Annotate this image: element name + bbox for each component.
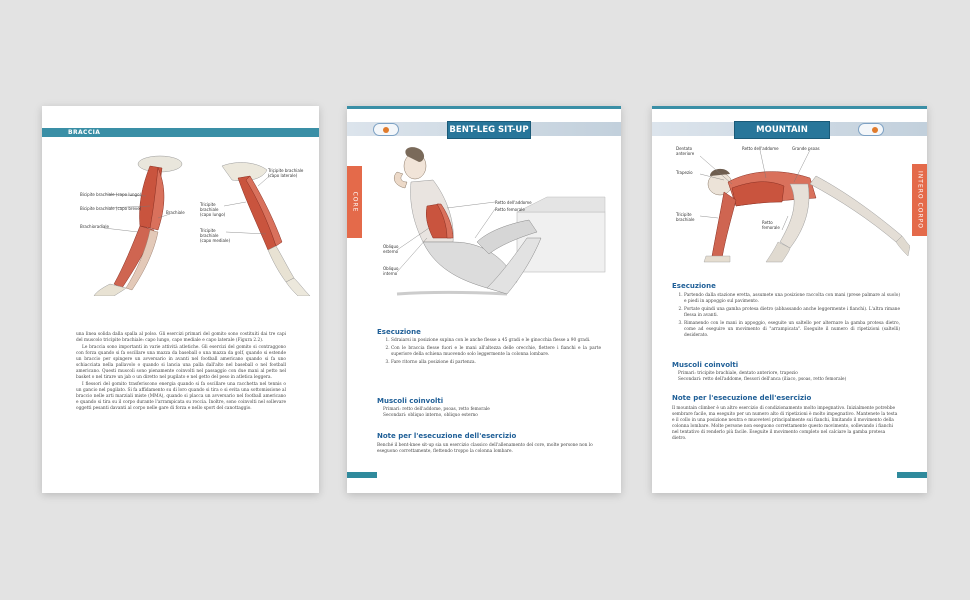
muscles-heading: Muscoli coinvolti xyxy=(672,361,739,369)
section-title: BRACCIA xyxy=(68,129,101,136)
label-brachiale: Brachiale xyxy=(166,210,185,215)
execution-heading: Esecuzione xyxy=(672,282,716,290)
arm-anatomy-illustration xyxy=(93,155,311,296)
label-bicipite-lungo: Bicipite brachiale (capo lungo) xyxy=(80,192,142,197)
section-header-bar: BRACCIA xyxy=(42,128,319,137)
label-tricipite-brachiale: Tricipite brachiale xyxy=(676,212,695,222)
label-grande-psoas: Grande psoas xyxy=(792,146,820,151)
step-item: Fare ritorno alla posizione di partenza. xyxy=(391,360,601,366)
step-item: Partendo dalla stazione eretta, assumete… xyxy=(684,293,900,305)
sit-up-illustration xyxy=(394,147,606,296)
difficulty-badge-icon xyxy=(373,123,399,136)
top-accent-bar xyxy=(652,106,927,109)
muscles-secondary: Secondari: obliquo interno, obliquo este… xyxy=(383,413,478,418)
execution-steps: Sdraiarsi in posizione supina con le anc… xyxy=(381,338,601,368)
label-retto-femorale: Retto femorale xyxy=(762,220,780,230)
label-bicipite-breve: Bicipite brachiale (capo breve) xyxy=(80,206,142,211)
step-item: Con le braccia flesse fuori e le mani al… xyxy=(391,346,601,358)
label-tricipite-laterale: Tricipite brachiale (capo laterale) xyxy=(268,168,304,178)
label-tricipite-mediale: Tricipite brachiale (capo mediale) xyxy=(200,228,231,243)
book-page-mountain-climber: MOUNTAIN CLIMBER INTERO CORPO Dentato an… xyxy=(652,106,927,493)
footer-accent-bar xyxy=(347,472,377,478)
muscles-primary: Primari: retto dell'addome, psoas, retto… xyxy=(383,407,490,412)
label-retto-addome: Retto dell'addome xyxy=(742,146,779,151)
step-item: Sdraiarsi in posizione supina con le anc… xyxy=(391,338,601,344)
label-obliquo-interno: Obliquo interno xyxy=(383,266,399,276)
exercise-title: BENT-LEG SIT-UP xyxy=(447,121,531,139)
step-item: Rimanendo con le mani in appoggio, esegu… xyxy=(684,321,900,339)
label-brachioradiale: Brachioradiale xyxy=(80,224,109,229)
book-page-braccia: BRACCIA Bicipite brachiale (capo lungo) … xyxy=(42,106,319,493)
muscles-heading: Muscoli coinvolti xyxy=(377,397,444,405)
exercise-title-bar: MOUNTAIN CLIMBER xyxy=(652,121,927,151)
paragraph: una linea solida dalla spalla al polso. … xyxy=(76,332,286,343)
notes-text: Benché il bent-knee sit-up sia un eserci… xyxy=(377,443,593,454)
label-trapezio: Trapezio xyxy=(676,170,693,175)
exercise-title: MOUNTAIN CLIMBER xyxy=(734,121,830,151)
paragraph: Le braccia sono importanti in varie atti… xyxy=(76,345,286,380)
muscles-list: Primari: tricipite brachiale, dentato an… xyxy=(678,371,898,383)
notes-heading: Note per l'esecuzione dell'esercizio xyxy=(377,432,517,440)
label-obliquo-esterno: Obliquo esterno xyxy=(383,244,399,254)
top-accent-bar xyxy=(347,106,621,109)
label-dentato-anteriore: Dentato anteriore xyxy=(676,146,695,156)
exercise-title-bar: BENT-LEG SIT-UP xyxy=(347,121,621,139)
label-retto-femorale: Retto femorale xyxy=(495,207,525,212)
step-item: Portate quindi una gamba protesa dietro … xyxy=(684,307,900,319)
label-retto-addome: Retto dell'addome xyxy=(495,200,532,205)
footer-accent-bar xyxy=(897,472,927,478)
execution-heading: Esecuzione xyxy=(377,328,421,336)
notes-heading: Note per l'esecuzione dell'esercizio xyxy=(672,394,812,402)
muscles-list: Primari: retto dell'addome, psoas, retto… xyxy=(383,407,603,419)
paragraph: I flessori del gomito trasferiscono ener… xyxy=(76,382,286,411)
mountain-climber-illustration xyxy=(699,149,910,263)
category-tab-label: INTERO CORPO xyxy=(916,171,923,229)
page1-body-text: una linea solida dalla spalla al polso. … xyxy=(76,332,286,413)
execution-steps: Partendo dalla stazione eretta, assumete… xyxy=(674,293,900,341)
book-page-bent-leg-sit-up: BENT-LEG SIT-UP CORE Retto dell'addome R… xyxy=(347,106,621,493)
category-tab: CORE xyxy=(347,166,362,238)
label-tricipite-lungo: Tricipite brachiale (capo lungo) xyxy=(200,202,226,217)
muscles-secondary: Secondari: retto dell'addome, flessori d… xyxy=(678,377,847,382)
notes-text: Il mountain climber è un altro esercizio… xyxy=(672,406,898,441)
muscles-primary: Primari: tricipite brachiale, dentato an… xyxy=(678,371,798,376)
category-tab: INTERO CORPO xyxy=(912,164,927,236)
category-tab-label: CORE xyxy=(351,191,358,213)
difficulty-badge-icon xyxy=(858,123,884,136)
